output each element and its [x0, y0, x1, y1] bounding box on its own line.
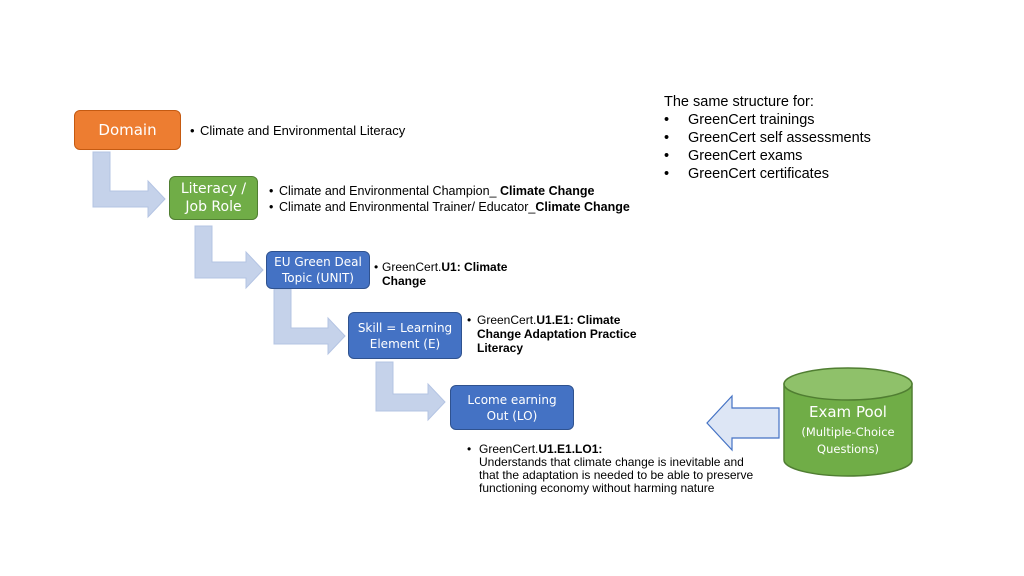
exam-pool-line3: Questions): [817, 442, 879, 456]
bent-arrow-skill-to-lo: [375, 361, 446, 422]
lo-item-line4: functioning economy without harming natu…: [479, 481, 715, 495]
bent-arrow-domain-to-literacy: [92, 151, 166, 219]
structure-note: The same structure for: •GreenCert train…: [664, 93, 871, 183]
skill-item-text: GreenCert.: [477, 313, 537, 327]
structure-note-item-text: GreenCert trainings: [688, 112, 815, 128]
lo-item-text: GreenCert.: [479, 442, 539, 456]
skill-item-bold-cont: Change Adaptation Practice: [477, 327, 637, 341]
skill-box-line2: Element (E): [369, 336, 441, 351]
lo-box-line2: Out (LO): [486, 408, 538, 423]
structure-note-item-text: GreenCert self assessments: [688, 130, 871, 146]
literacy-item-text: Climate and Environmental Trainer/ Educa…: [279, 200, 536, 214]
structure-note-item: •GreenCert certificates: [664, 166, 830, 182]
structure-note-item: •GreenCert self assessments: [664, 130, 871, 146]
exam-pool-cylinder: [783, 367, 913, 477]
domain-box-label: Domain: [98, 121, 157, 139]
unit-item-bold: U1: Climate: [441, 260, 508, 274]
bent-arrow-unit-to-skill: [273, 288, 346, 356]
structure-note-item-text: GreenCert exams: [688, 148, 803, 164]
literacy-item-bold: Climate Change: [499, 184, 595, 198]
left-arrow-from-exam-pool: [706, 394, 780, 452]
literacy-box-line2: Job Role: [185, 199, 242, 215]
domain-box: Domain: [74, 110, 181, 150]
structure-note-heading: The same structure for:: [664, 94, 814, 110]
literacy-item-bold: Climate Change: [535, 200, 630, 214]
exam-pool-line2: (Multiple-Choice: [801, 425, 895, 439]
bent-arrow-literacy-to-unit: [194, 225, 264, 290]
lo-item-line2: Understands that climate change is inevi…: [479, 455, 744, 469]
literacy-item: • Climate and Environmental Champion_ Cl…: [269, 184, 595, 198]
lo-box-line1: Lcome earning: [467, 392, 557, 407]
skill-item-bold-cont2: Literacy: [477, 341, 524, 355]
literacy-item-text: Climate and Environmental Champion_: [279, 184, 500, 198]
literacy-item: • Climate and Environmental Trainer/ Edu…: [269, 200, 630, 214]
structure-note-item: •GreenCert trainings: [664, 112, 815, 128]
exam-pool-title: Exam Pool: [809, 403, 887, 421]
lo-item-line3: that the adaptation is needed to be able…: [479, 468, 754, 482]
exam-pool-label: Exam Pool (Multiple-Choice Questions): [784, 402, 912, 458]
unit-box-line2: Topic (UNIT): [282, 271, 354, 285]
structure-note-item-text: GreenCert certificates: [688, 166, 830, 182]
skill-item-bold: U1.E1: Climate: [536, 313, 621, 327]
skill-box: Skill = Learning Element (E): [348, 312, 462, 359]
skill-box-line1: Skill = Learning: [357, 320, 453, 335]
domain-item-text: Climate and Environmental Literacy: [200, 123, 406, 138]
literacy-items: • Climate and Environmental Champion_ Cl…: [269, 184, 630, 214]
unit-box-line1: EU Green Deal: [274, 255, 362, 269]
domain-item: •Climate and Environmental Literacy: [190, 123, 406, 138]
lo-item: • GreenCert.U1.E1.LO1: Understands that …: [467, 442, 754, 495]
literacy-box: Literacy / Job Role: [169, 176, 258, 220]
structure-note-item: •GreenCert exams: [664, 148, 803, 164]
lo-item-bold: U1.E1.LO1:: [538, 442, 603, 456]
unit-item-text: GreenCert.: [382, 260, 442, 274]
lo-box: Lcome earning Out (LO): [450, 385, 574, 430]
literacy-box-line1: Literacy /: [180, 181, 247, 197]
unit-box: EU Green Deal Topic (UNIT): [266, 251, 370, 289]
unit-item-bold-cont: Change: [382, 274, 427, 288]
